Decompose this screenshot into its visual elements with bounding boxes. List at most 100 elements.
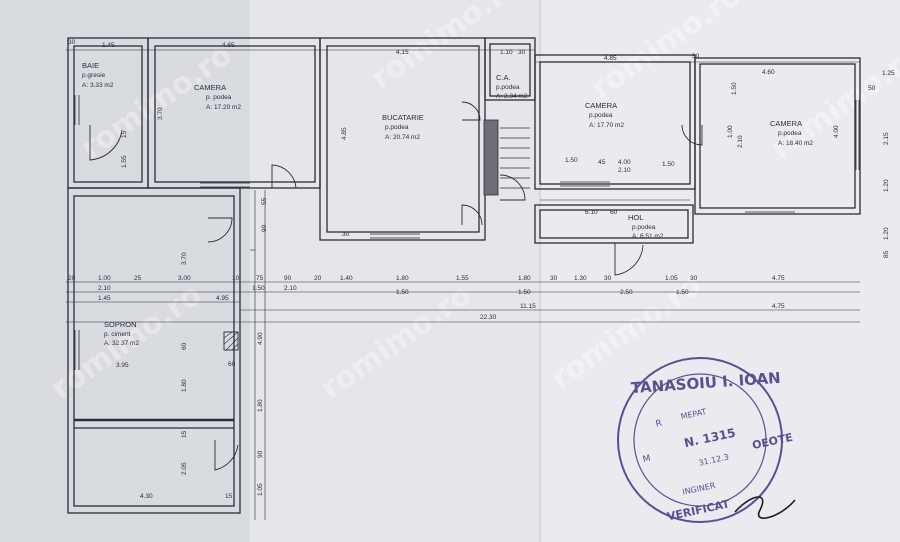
svg-text:45: 45	[598, 159, 606, 166]
svg-text:1.40: 1.40	[340, 275, 353, 282]
door-stairs	[499, 174, 526, 201]
misc-dimensions: 3.70 4.85 3.70 1.50 1.00 2.10 4.00 1.50 …	[116, 53, 890, 500]
svg-text:A: 18.40 m2: A: 18.40 m2	[778, 140, 813, 147]
room-label-baie: BAIE p.gresie A: 3.33 m2	[82, 61, 114, 89]
svg-text:C.A.: C.A.	[496, 73, 511, 82]
svg-text:A: 17.20 m2: A: 17.20 m2	[206, 104, 241, 111]
svg-text:A: 32.37 m2: A: 32.37 m2	[104, 340, 139, 347]
door-bucatarie	[461, 101, 481, 121]
svg-text:4.85: 4.85	[341, 127, 348, 140]
room-label-sopron: SOPRON p. ciment A: 32.37 m2	[104, 320, 139, 347]
svg-text:2.05: 2.05	[181, 462, 188, 475]
room-label-ca: C.A. p.podea A: 2.34 m2	[496, 73, 528, 100]
svg-text:30: 30	[342, 231, 350, 238]
svg-text:4.30: 4.30	[140, 493, 153, 500]
svg-text:BUCATARIE: BUCATARIE	[382, 113, 424, 122]
top-dimensions: 30 1.45 4.65 4.15 1.10 30 4.85 4.60 1.25	[68, 39, 895, 77]
dimension-lines	[66, 49, 860, 520]
svg-text:30: 30	[68, 39, 76, 46]
hol-inner	[539, 209, 689, 239]
svg-text:2.10: 2.10	[737, 135, 744, 148]
svg-text:p.podea: p.podea	[778, 130, 802, 137]
svg-text:1.20: 1.20	[883, 179, 890, 192]
svg-text:30: 30	[550, 275, 558, 282]
svg-text:4.15: 4.15	[396, 49, 409, 56]
doors	[89, 101, 703, 471]
svg-text:6.10: 6.10	[585, 209, 598, 216]
svg-text:90: 90	[261, 224, 268, 232]
door-sopron-2	[214, 440, 239, 471]
svg-text:60: 60	[181, 342, 188, 350]
svg-text:A: 2.34 m2: A: 2.34 m2	[496, 93, 528, 100]
svg-text:75: 75	[256, 275, 264, 282]
svg-text:15: 15	[225, 493, 233, 500]
stamp-letter-r: R	[655, 419, 663, 430]
camera1-inner	[154, 45, 316, 183]
svg-text:85: 85	[883, 250, 890, 258]
svg-text:A: 17.70 m2: A: 17.70 m2	[589, 122, 624, 129]
stairs	[483, 119, 530, 196]
svg-text:20: 20	[314, 275, 322, 282]
door-sopron-1	[207, 217, 233, 243]
room-label-hol: HOL p.podea A: 6.51 m2	[628, 213, 664, 240]
svg-text:30: 30	[518, 49, 526, 56]
svg-text:p.podea: p.podea	[589, 112, 613, 119]
svg-text:1.80: 1.80	[181, 379, 188, 392]
svg-text:4.00: 4.00	[618, 159, 631, 166]
svg-text:BAIE: BAIE	[82, 61, 99, 70]
svg-text:55: 55	[261, 197, 268, 205]
pillar	[223, 331, 239, 351]
svg-text:1.05: 1.05	[665, 275, 678, 282]
svg-text:50: 50	[868, 85, 876, 92]
room-label-camera-1: CAMERA p. podea A: 17.20 m2	[194, 83, 241, 111]
stair-core	[483, 119, 499, 196]
svg-text:p. ciment: p. ciment	[104, 331, 131, 338]
svg-text:20: 20	[68, 275, 76, 282]
svg-text:4.60: 4.60	[762, 69, 775, 76]
windows	[74, 95, 860, 370]
svg-text:1.45: 1.45	[98, 295, 111, 302]
svg-text:60: 60	[610, 209, 618, 216]
svg-text:1.55: 1.55	[456, 275, 469, 282]
svg-text:p. podea: p. podea	[206, 94, 232, 101]
room-label-bucatarie: BUCATARIE p.podea A: 20.74 m2	[382, 113, 424, 141]
svg-text:4.90: 4.90	[257, 332, 264, 345]
svg-text:3.70: 3.70	[157, 107, 164, 120]
signature	[734, 496, 796, 519]
svg-text:90: 90	[257, 450, 264, 458]
svg-text:1.05: 1.05	[257, 483, 264, 496]
door-baie	[89, 125, 123, 161]
svg-text:1.80: 1.80	[257, 399, 264, 412]
svg-text:2.10: 2.10	[618, 167, 631, 174]
svg-text:1.80: 1.80	[518, 275, 531, 282]
svg-text:1.10: 1.10	[500, 49, 513, 56]
svg-text:A: 6.51 m2: A: 6.51 m2	[632, 233, 664, 240]
svg-text:p.podea: p.podea	[385, 124, 409, 131]
svg-text:p.gresie: p.gresie	[82, 72, 106, 79]
svg-text:3.00: 3.00	[178, 275, 191, 282]
svg-text:p.podea: p.podea	[496, 84, 520, 91]
paper-shadow-left	[0, 0, 250, 542]
svg-text:15: 15	[181, 430, 188, 438]
svg-text:60: 60	[228, 361, 236, 368]
dimension-row-3: 1.45 4.95 11.15 4.75 22.30	[98, 295, 785, 321]
bucatarie-inner	[326, 45, 480, 233]
svg-text:3.95: 3.95	[116, 362, 129, 369]
svg-text:30: 30	[604, 275, 612, 282]
svg-text:1.50: 1.50	[252, 285, 265, 292]
svg-text:HOL: HOL	[628, 213, 643, 222]
stamp-inner-ring	[633, 373, 767, 507]
baie-inner	[73, 45, 143, 183]
svg-text:1.50: 1.50	[676, 289, 689, 296]
sopron-walls	[67, 187, 241, 514]
room-label-camera-3: CAMERA p.podea A: 18.40 m2	[770, 119, 813, 147]
door-camera3	[681, 124, 703, 146]
hol-walls	[534, 204, 694, 244]
svg-text:1.50: 1.50	[518, 289, 531, 296]
svg-text:2.50: 2.50	[620, 289, 633, 296]
svg-text:CAMERA: CAMERA	[585, 101, 617, 110]
svg-text:4.00: 4.00	[833, 125, 840, 138]
svg-text:1.50: 1.50	[662, 161, 675, 168]
svg-text:CAMERA: CAMERA	[770, 119, 802, 128]
